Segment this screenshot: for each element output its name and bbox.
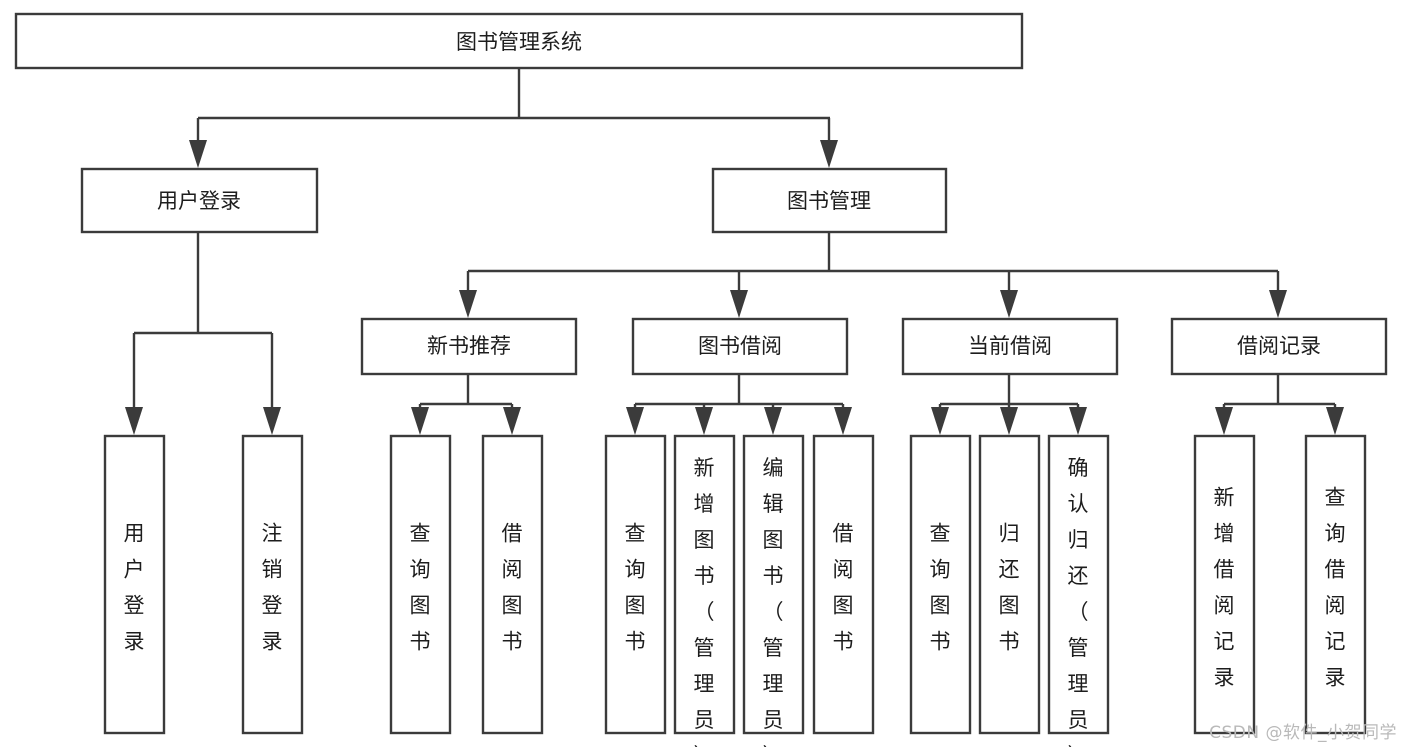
node-leaf-query-borrow-record[interactable]: 查询借阅记录 xyxy=(1304,434,1367,735)
node-label-leaf-add-book-admin: 新增图书（管理员） xyxy=(694,456,715,747)
node-label-new-book-recommendation: 新书推荐 xyxy=(427,334,511,358)
arrow-head-user-login xyxy=(189,140,207,168)
node-new-book-recommendation[interactable]: 新书推荐 xyxy=(360,317,578,376)
node-label-current-borrowing: 当前借阅 xyxy=(968,334,1052,358)
arrow-head-borrow-record xyxy=(1269,290,1287,318)
node-root-book-management-system[interactable]: 图书管理系统 xyxy=(14,12,1024,70)
node-label-book-borrowing: 图书借阅 xyxy=(698,334,782,358)
node-book-management[interactable]: 图书管理 xyxy=(711,167,948,234)
node-label-book-management: 图书管理 xyxy=(787,189,871,213)
node-label-leaf-query-book-3: 查询图书 xyxy=(930,522,951,654)
arrow-head-leaf-borrow-book-1 xyxy=(503,407,521,435)
node-label-leaf-borrow-book-1: 借阅图书 xyxy=(502,522,523,654)
node-user-login[interactable]: 用户登录 xyxy=(80,167,319,234)
node-leaf-query-book-3[interactable]: 查询图书 xyxy=(909,434,972,735)
node-box-leaf-query-book-1 xyxy=(389,434,452,735)
node-label-user-login: 用户登录 xyxy=(157,189,241,213)
node-box-user-login xyxy=(80,167,319,234)
node-box-leaf-user-login xyxy=(103,434,166,735)
node-label-leaf-edit-book-admin: 编辑图书（管理员） xyxy=(763,456,784,747)
node-box-leaf-query-borrow-record xyxy=(1304,434,1367,735)
arrow-head-leaf-confirm-return xyxy=(1069,407,1087,435)
arrow-head-leaf-edit-book xyxy=(764,407,782,435)
node-label-leaf-return-book: 归还图书 xyxy=(999,522,1020,654)
node-box-new-book-recommendation xyxy=(360,317,578,376)
node-label-borrowing-record: 借阅记录 xyxy=(1237,334,1321,358)
node-leaf-return-book[interactable]: 归还图书 xyxy=(978,434,1041,735)
node-box-borrowing-record xyxy=(1170,317,1388,376)
node-box-leaf-borrow-book-2 xyxy=(812,434,875,735)
node-leaf-confirm-return-admin[interactable]: 确认归还（管理员） xyxy=(1047,434,1110,747)
node-leaf-query-book-2[interactable]: 查询图书 xyxy=(604,434,667,735)
arrow-head-leaf-borrow-book-2 xyxy=(834,407,852,435)
node-box-book-management xyxy=(711,167,948,234)
node-label-root: 图书管理系统 xyxy=(456,30,582,54)
arrow-head-leaf-add-book xyxy=(695,407,713,435)
csdn-watermark: CSDN @软件_小贺同学 xyxy=(1209,723,1397,743)
arrow-head-new-book xyxy=(459,290,477,318)
node-label-leaf-user-login: 用户登录 xyxy=(124,522,145,654)
node-label-leaf-query-book-2: 查询图书 xyxy=(625,522,646,654)
node-box-current-borrowing xyxy=(901,317,1119,376)
node-box-book-borrowing xyxy=(631,317,849,376)
node-label-leaf-query-borrow-record: 查询借阅记录 xyxy=(1325,486,1346,690)
node-borrowing-record[interactable]: 借阅记录 xyxy=(1170,317,1388,376)
arrow-head-leaf-user-login xyxy=(125,407,143,435)
connector-group-book-mgmt xyxy=(459,232,1287,318)
arrow-head-leaf-return-book xyxy=(1000,407,1018,435)
arrow-head-leaf-logout xyxy=(263,407,281,435)
node-leaf-add-book-admin[interactable]: 新增图书（管理员） xyxy=(673,434,736,747)
node-leaf-borrow-book-1[interactable]: 借阅图书 xyxy=(481,434,544,735)
node-box-leaf-add-book-admin xyxy=(673,434,736,735)
arrow-head-leaf-add-record xyxy=(1215,407,1233,435)
arrow-head-book-borrow xyxy=(730,290,748,318)
arrow-head-leaf-query-book-3 xyxy=(931,407,949,435)
connector-group-root xyxy=(189,68,838,168)
node-label-leaf-borrow-book-2: 借阅图书 xyxy=(833,522,854,654)
arrow-head-leaf-query-book-1 xyxy=(411,407,429,435)
node-label-leaf-query-book-1: 查询图书 xyxy=(410,522,431,654)
node-leaf-add-borrow-record[interactable]: 新增借阅记录 xyxy=(1193,434,1256,735)
connector-group-new-book xyxy=(411,374,521,435)
node-box-leaf-borrow-book-1 xyxy=(481,434,544,735)
node-box-leaf-return-book xyxy=(978,434,1041,735)
arrow-head-current-borrow xyxy=(1000,290,1018,318)
node-leaf-query-book-1[interactable]: 查询图书 xyxy=(389,434,452,735)
connector-group-user-login xyxy=(125,232,281,435)
arrow-head-leaf-query-book-2 xyxy=(626,407,644,435)
node-box-leaf-logout xyxy=(241,434,304,735)
node-leaf-borrow-book-2[interactable]: 借阅图书 xyxy=(812,434,875,735)
node-box-leaf-confirm-return-admin xyxy=(1047,434,1110,735)
node-label-leaf-logout: 注销登录 xyxy=(262,522,283,654)
node-current-borrowing[interactable]: 当前借阅 xyxy=(901,317,1119,376)
arrow-head-book-mgmt xyxy=(820,140,838,168)
node-box-leaf-add-borrow-record xyxy=(1193,434,1256,735)
node-box-root xyxy=(14,12,1024,70)
connector-group-current-borrow xyxy=(931,374,1087,435)
node-book-borrowing[interactable]: 图书借阅 xyxy=(631,317,849,376)
node-leaf-user-login[interactable]: 用户登录 xyxy=(103,434,166,735)
connector-group-book-borrow xyxy=(626,374,852,435)
node-label-leaf-confirm-return-admin: 确认归还（管理员） xyxy=(1068,456,1089,747)
node-box-leaf-query-book-2 xyxy=(604,434,667,735)
node-leaf-edit-book-admin[interactable]: 编辑图书（管理员） xyxy=(742,434,805,747)
node-box-leaf-query-book-3 xyxy=(909,434,972,735)
connector-group-borrow-record xyxy=(1215,374,1344,435)
node-leaf-logout[interactable]: 注销登录 xyxy=(241,434,304,735)
node-label-leaf-add-borrow-record: 新增借阅记录 xyxy=(1214,486,1235,690)
node-box-leaf-edit-book-admin xyxy=(742,434,805,735)
arrow-head-leaf-query-record xyxy=(1326,407,1344,435)
